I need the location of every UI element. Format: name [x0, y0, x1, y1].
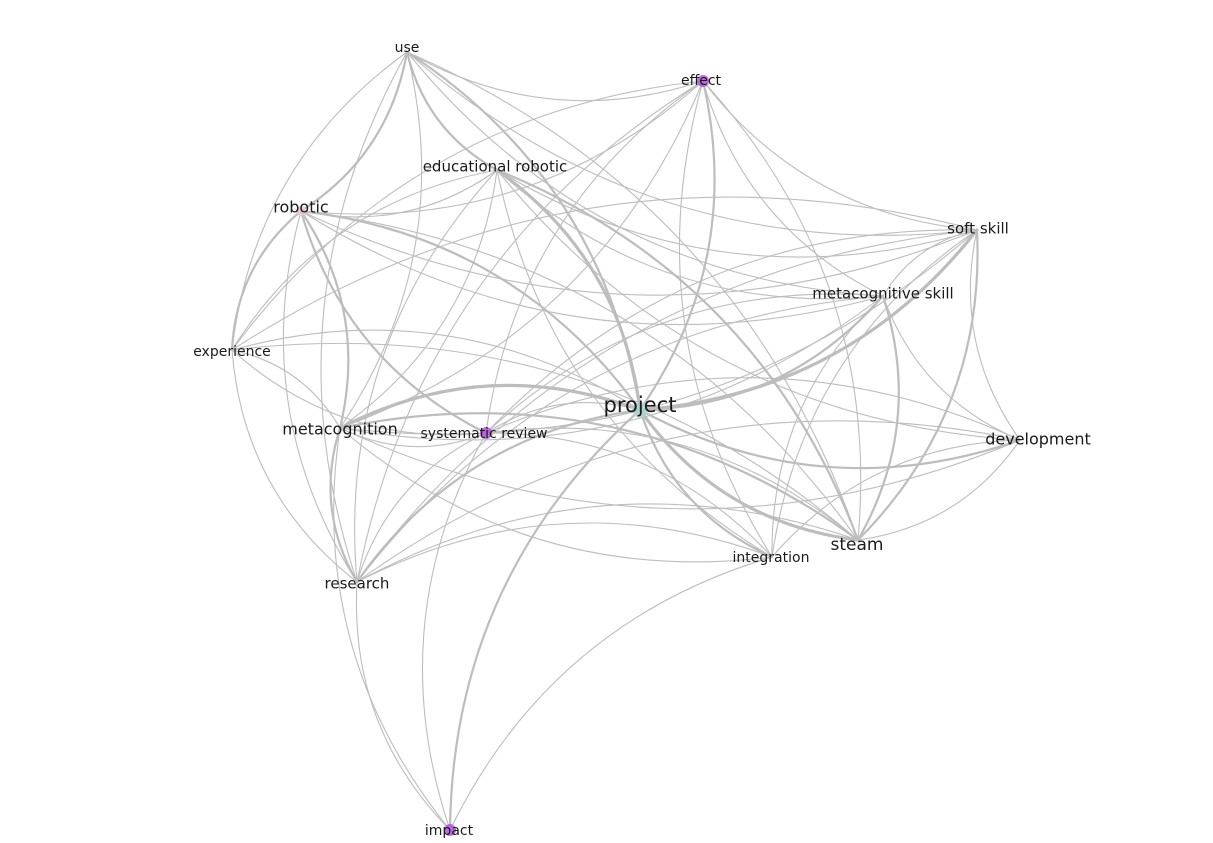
node-robotic[interactable]: [296, 206, 306, 216]
edge-steam-use: [406, 51, 859, 541]
node-label-experience: experience: [193, 344, 271, 360]
node-label-project: project: [604, 393, 677, 417]
edge-project-integration: [638, 408, 774, 559]
edge-educational-robotic-experience: [231, 169, 498, 351]
edge-steam-metacognitive-skill: [856, 294, 900, 542]
edge-effect-metacognitive-skill: [702, 80, 884, 297]
node-label-use: use: [395, 40, 420, 56]
edge-integration-impact: [449, 556, 773, 831]
edge-effect-research: [356, 80, 704, 583]
edge-project-effect: [638, 79, 716, 412]
edge-use-soft-skill: [406, 51, 978, 236]
edge-educational-robotic-research: [354, 169, 498, 583]
edge-project-robotic: [299, 209, 642, 412]
edge-experience-research: [231, 349, 358, 583]
node-label-metacognition: metacognition: [282, 420, 397, 439]
edge-steam-educational-robotic: [495, 168, 860, 542]
edge-use-effect: [406, 51, 704, 102]
node-label-metacognitive-skill: metacognitive skill: [812, 285, 953, 303]
edge-use-research: [320, 51, 408, 583]
node-label-soft-skill: soft skill: [947, 220, 1009, 238]
node-label-systematic-review: systematic review: [420, 426, 547, 442]
edge-project-development: [638, 408, 1022, 470]
edge-steam-research: [356, 503, 859, 583]
graph-labels: use effect educational robotic robotic soft …: [193, 40, 1091, 839]
edge-project-experience: [231, 329, 641, 411]
node-impact[interactable]: [444, 824, 456, 836]
edge-metacognition-experience: [231, 349, 341, 429]
edge-experience-systematic-review: [231, 349, 487, 436]
edge-educational-robotic-metacognitive-skill: [496, 169, 884, 300]
edge-metacognition-use: [339, 51, 423, 429]
edge-metacognitive-skill-integration: [771, 295, 884, 558]
edge-metacognition-robotic: [299, 209, 350, 430]
edge-use-educational-robotic: [405, 50, 499, 172]
edge-robotic-metacognitive-skill: [300, 210, 884, 326]
edge-systematic-review-research: [356, 432, 487, 583]
edge-metacognition-development: [339, 427, 1021, 510]
node-label-impact: impact: [425, 823, 474, 839]
node-systematic-review[interactable]: [480, 427, 492, 439]
edge-metacognitive-skill-research: [356, 295, 884, 583]
node-project[interactable]: [632, 402, 648, 418]
node-label-development: development: [985, 430, 1091, 449]
edge-soft-skill-metacognitive-skill: [882, 229, 978, 297]
graph-nodes: [296, 75, 709, 836]
edge-research-impact: [355, 581, 451, 831]
edge-effect-integration: [678, 80, 773, 558]
edge-metacognition-effect: [339, 80, 704, 429]
edge-project-metacognition: [338, 383, 642, 430]
edge-metacognition-research: [329, 426, 359, 584]
edge-educational-robotic-development: [496, 169, 1021, 441]
edge-effect-systematic-review: [485, 80, 704, 434]
edge-integration-research: [356, 522, 773, 583]
edge-steam-robotic: [300, 210, 859, 541]
node-label-steam: steam: [831, 535, 884, 555]
edge-project-systematic-review: [485, 402, 641, 434]
edge-metacognitive-skill-systematic-review: [485, 293, 884, 434]
edge-development-systematic-review: [485, 377, 1021, 441]
node-effect[interactable]: [697, 75, 709, 87]
edge-use-experience: [231, 51, 408, 351]
node-label-robotic: robotic: [273, 198, 328, 217]
edge-soft-skill-experience: [231, 196, 978, 351]
edge-robotic-use: [299, 50, 409, 213]
edge-systematic-review-impact: [421, 432, 487, 831]
edge-robotic-research: [282, 210, 358, 583]
edge-educational-robotic-soft-skill: [496, 169, 978, 258]
edge-development-research: [356, 420, 1021, 583]
edge-soft-skill-development: [969, 229, 1021, 441]
edge-project-soft-skill: [638, 228, 979, 412]
edge-robotic-experience: [230, 209, 303, 352]
node-label-effect: effect: [681, 73, 722, 89]
edge-project-steam: [638, 408, 860, 542]
edge-metacognition-educational-robotic: [339, 169, 498, 429]
edge-soft-skill-integration: [771, 229, 978, 558]
edge-robotic-systematic-review: [299, 209, 488, 435]
edge-metacognition-metacognitive-skill: [339, 295, 884, 441]
edge-robotic-educational-robotic: [300, 169, 498, 218]
edge-metacognition-integration: [339, 427, 773, 563]
node-label-educational-robotic: educational robotic: [423, 158, 568, 176]
edge-soft-skill-systematic-review: [485, 229, 978, 434]
edge-integration-systematic-review: [485, 432, 773, 558]
edge-educational-robotic-integration: [496, 169, 773, 558]
node-label-research: research: [325, 575, 390, 593]
edge-steam-development: [857, 439, 1021, 541]
graph-edges: [230, 50, 1022, 832]
edge-metacognitive-skill-development: [882, 295, 1021, 441]
edge-steam-metacognition: [338, 412, 860, 542]
edge-project-use: [405, 50, 642, 412]
edge-metacognition-impact: [333, 427, 451, 831]
edge-robotic-soft-skill: [300, 210, 978, 296]
edge-project-impact: [448, 408, 642, 832]
edge-effect-soft-skill: [702, 80, 978, 231]
edge-effect-experience: [231, 80, 704, 351]
node-label-integration: integration: [733, 550, 810, 566]
edge-metacognition-soft-skill: [339, 229, 978, 435]
edge-development-integration: [771, 439, 1021, 558]
